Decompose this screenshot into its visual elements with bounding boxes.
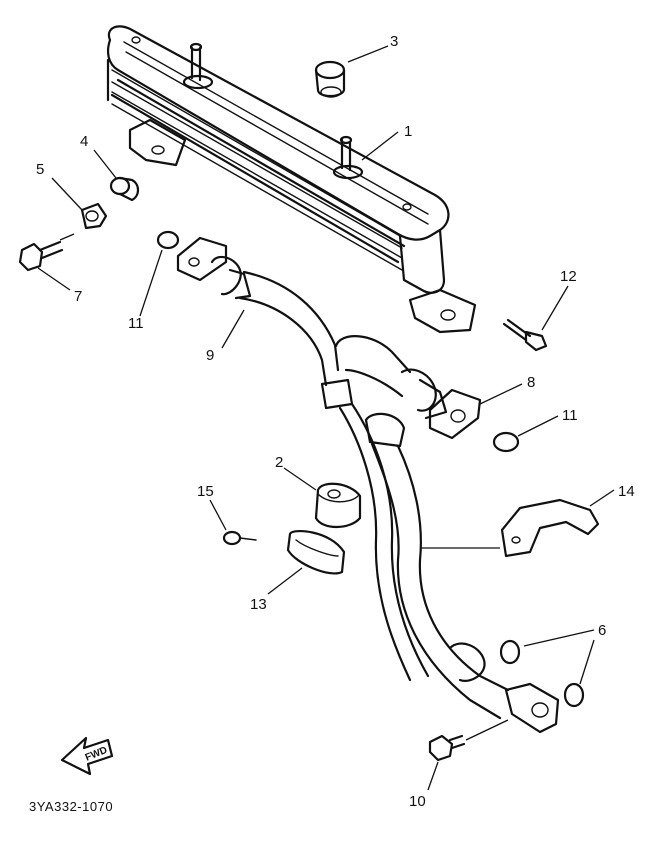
o-ring-lower: [492, 431, 520, 453]
leader-lines: [37, 45, 615, 791]
callout-12: 12: [560, 268, 577, 285]
oil-cooler-radiator: [106, 25, 477, 334]
bracket-14: [500, 498, 600, 558]
damper: [314, 482, 362, 529]
callout-14: 14: [618, 483, 635, 500]
bolt-10: [428, 734, 466, 762]
callout-6: 6: [598, 622, 606, 639]
o-ring-6a: [499, 639, 521, 665]
callout-numbers: 1 2 3 4 5 6 7 8 9 10 11 11 12 13 14 15: [36, 33, 635, 810]
callout-4: 4: [80, 133, 88, 150]
callout-15: 15: [197, 483, 214, 500]
callout-13: 13: [250, 596, 267, 613]
callout-11-upper: 11: [128, 315, 144, 332]
callout-10: 10: [409, 793, 426, 810]
hose-clamp: [286, 530, 346, 575]
callout-1: 1: [404, 123, 412, 140]
o-ring-upper: [156, 230, 180, 250]
callout-8: 8: [527, 374, 535, 391]
bolt-7: [18, 240, 64, 272]
rubber-grommet: [314, 60, 346, 98]
callout-9: 9: [206, 347, 214, 364]
bolt-12: [502, 318, 548, 352]
callout-2: 2: [275, 454, 283, 471]
callout-7: 7: [74, 288, 82, 305]
callout-11-lower: 11: [562, 407, 578, 424]
forward-arrow-icon: FWD: [60, 736, 114, 776]
oil-hose-assembly: [176, 236, 560, 734]
spacer: [80, 202, 108, 230]
drawing-code: 3YA332-1070: [29, 799, 113, 814]
callout-3: 3: [390, 33, 398, 50]
collar: [109, 176, 140, 202]
callout-5: 5: [36, 161, 44, 178]
screw-15: [222, 530, 257, 546]
o-ring-6b: [563, 682, 585, 708]
